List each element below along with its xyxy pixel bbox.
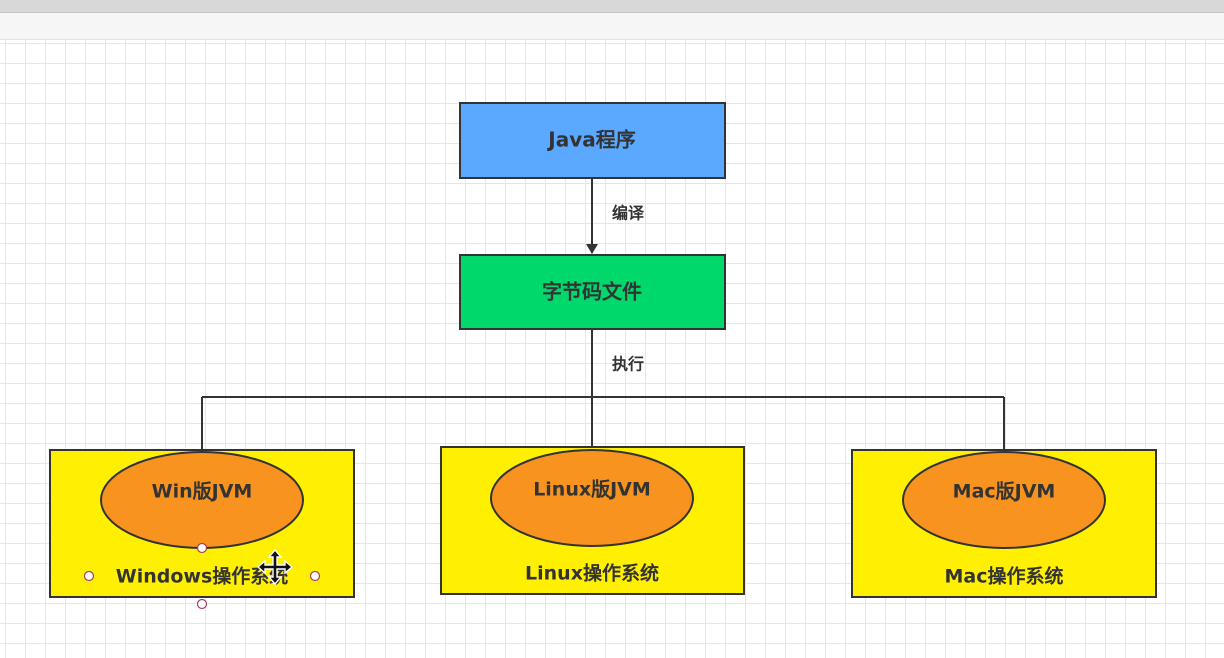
win-jvm-label: Win版JVM: [152, 480, 253, 503]
bytecode-label: 字节码文件: [542, 280, 642, 304]
linux-jvm-label: Linux版JVM: [533, 478, 651, 501]
java-program-node[interactable]: Java程序: [459, 102, 726, 179]
compile-label: 编译: [612, 204, 645, 223]
connection-handle-left[interactable]: [83, 570, 95, 582]
mac-jvm-node[interactable]: Mac版JVM: [902, 451, 1106, 549]
mac-jvm-label: Mac版JVM: [953, 480, 1056, 503]
connection-handle-top[interactable]: [196, 542, 208, 554]
linux-jvm-node[interactable]: Linux版JVM: [490, 449, 694, 547]
toolbar-area: [0, 13, 1224, 40]
linux-os-label: Linux操作系统: [525, 562, 659, 585]
bytecode-node[interactable]: 字节码文件: [459, 254, 726, 330]
connection-handle-bottom[interactable]: [196, 598, 208, 610]
move-cursor-icon: [256, 548, 294, 586]
window-top-bar: [0, 0, 1224, 13]
mac-os-label: Mac操作系统: [945, 565, 1064, 588]
windows-os-label: Windows操作系统: [116, 565, 289, 588]
win-jvm-node[interactable]: Win版JVM: [100, 451, 304, 549]
execute-label: 执行: [612, 355, 644, 374]
java-program-label: Java程序: [546, 128, 635, 152]
connection-handle-right[interactable]: [309, 570, 321, 582]
